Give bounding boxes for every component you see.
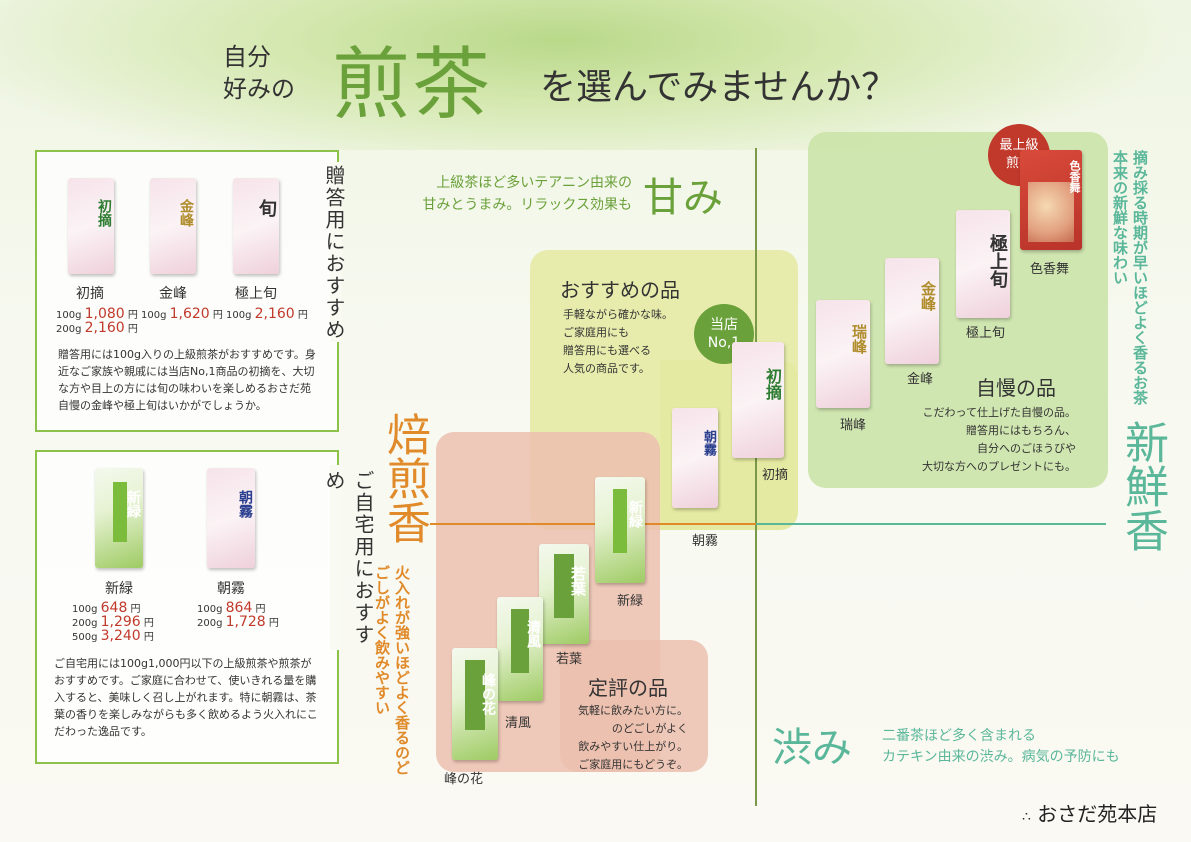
brand-logo: ∴ おさだ苑本店 <box>1022 802 1158 826</box>
map-label: 極上旬 <box>966 326 1006 341</box>
price-row: 200g 1,728 円 <box>197 614 279 630</box>
pride-desc: こだわって仕上げた自慢の品。贈答用にはもちろん、自分へのごほうびや大切な方へのプ… <box>922 406 1076 473</box>
map-label: 色香舞 <box>1030 262 1070 277</box>
map-label: 若葉 <box>556 652 583 667</box>
map-label: 金峰 <box>907 372 934 387</box>
package-shinryoku-map: 新緑 <box>595 477 645 583</box>
home-box <box>35 450 339 764</box>
product-name: 新緑 <box>105 581 133 597</box>
price-row: 100g 1,620 円 <box>141 306 223 322</box>
left-axis-label: 焙煎香 <box>379 412 430 544</box>
right-axis-desc: 摘み採る時期が早いほどよく香るお茶本来の新鮮な味わい <box>1111 150 1149 405</box>
bottom-axis-label: 渋み <box>772 725 852 771</box>
package-gokujoshun-map: 極上旬 <box>956 210 1010 318</box>
title-rest: を選んでみませんか？ <box>540 67 898 108</box>
right-axis-label: 新鮮香 <box>1117 420 1168 552</box>
horizontal-axis-left <box>430 523 756 525</box>
package-hatsutsumi-map: 初摘 <box>732 342 784 458</box>
price-row: 200g 1,296 円 <box>72 614 154 630</box>
product-name: 初摘 <box>76 286 104 302</box>
package-seifu-map: 清風 <box>497 597 543 701</box>
map-label: 瑞峰 <box>840 418 867 433</box>
package-gokujoshun: 旬 <box>233 178 279 274</box>
package-asagiri: 朝霧 <box>207 468 255 568</box>
package-wakaba-map: 若葉 <box>539 544 589 644</box>
product-name: 極上旬 <box>235 286 277 302</box>
home-side-label: ご自宅用におすすめ <box>322 470 375 646</box>
header-glow <box>0 0 1191 150</box>
page-title: 煎茶 <box>332 40 493 130</box>
home-description: ご自宅用には100g1,000円以下の上級煎茶や煎茶がおすすめです。ご家庭に合わ… <box>54 657 318 738</box>
package-kinpo: 金峰 <box>150 178 196 274</box>
price-row: 100g 1,080 円 <box>56 306 138 322</box>
package-asagiri-map: 朝霧 <box>672 408 718 508</box>
recommended-title: おすすめの品 <box>560 278 680 302</box>
price-row: 200g 2,160 円 <box>56 320 138 336</box>
vertical-axis <box>755 148 757 806</box>
brand-dots-icon: ∴ <box>1022 809 1031 825</box>
package-minenohana-map: 峰の花 <box>452 648 498 760</box>
gift-description: 贈答用には100g入りの上級煎茶がおすすめです。身近なご家族や親戚には当店No,… <box>58 348 316 412</box>
standard-title: 定評の品 <box>588 676 668 700</box>
map-label: 清風 <box>505 716 532 731</box>
price-row: 100g 648 円 <box>72 600 141 616</box>
price-row: 500g 3,240 円 <box>72 628 154 644</box>
title-small-1: 自分 <box>223 43 271 71</box>
left-axis-desc: 火入れが強いほどよく香るのどごしがよく飲みやすい <box>373 565 411 775</box>
map-label: 峰の花 <box>444 772 484 787</box>
horizontal-axis-right <box>756 523 1106 525</box>
gift-side-label: 贈答用におすすめ <box>322 165 346 341</box>
package-kinpo-map: 金峰 <box>885 258 939 364</box>
map-label: 新緑 <box>617 594 644 609</box>
product-name: 朝霧 <box>217 581 245 597</box>
package-irokamai: 色香舞 <box>1020 150 1082 250</box>
recommended-desc: 手軽ながら確かな味。ご家庭用にも贈答用にも選べる人気の商品です。 <box>563 308 673 375</box>
top-axis-desc: 上級茶ほど多いテアニン由来の甘みとうまみ。リラックス効果も <box>422 175 632 213</box>
price-row: 100g 2,160 円 <box>226 306 308 322</box>
standard-desc: 気軽に飲みたい方に。のどごしがよく飲みやすい仕上がり。ご家庭用にもどうぞ。 <box>578 704 688 771</box>
package-zuiho-map: 瑞峰 <box>816 300 870 408</box>
package-shinryoku: 新緑 <box>95 468 143 568</box>
bottom-axis-desc: 二番茶ほど多く含まれるカテキン由来の渋み。病気の予防にも <box>882 728 1120 765</box>
package-hatsutsumi: 初摘 <box>68 178 114 274</box>
map-label: 朝霧 <box>692 534 719 549</box>
price-row: 100g 864 円 <box>197 600 266 616</box>
pride-title: 自慢の品 <box>976 376 1056 400</box>
product-name: 金峰 <box>159 286 187 302</box>
title-small-2: 好みの <box>223 75 295 103</box>
map-label: 初摘 <box>762 468 789 483</box>
top-axis-label: 甘み <box>643 175 723 221</box>
